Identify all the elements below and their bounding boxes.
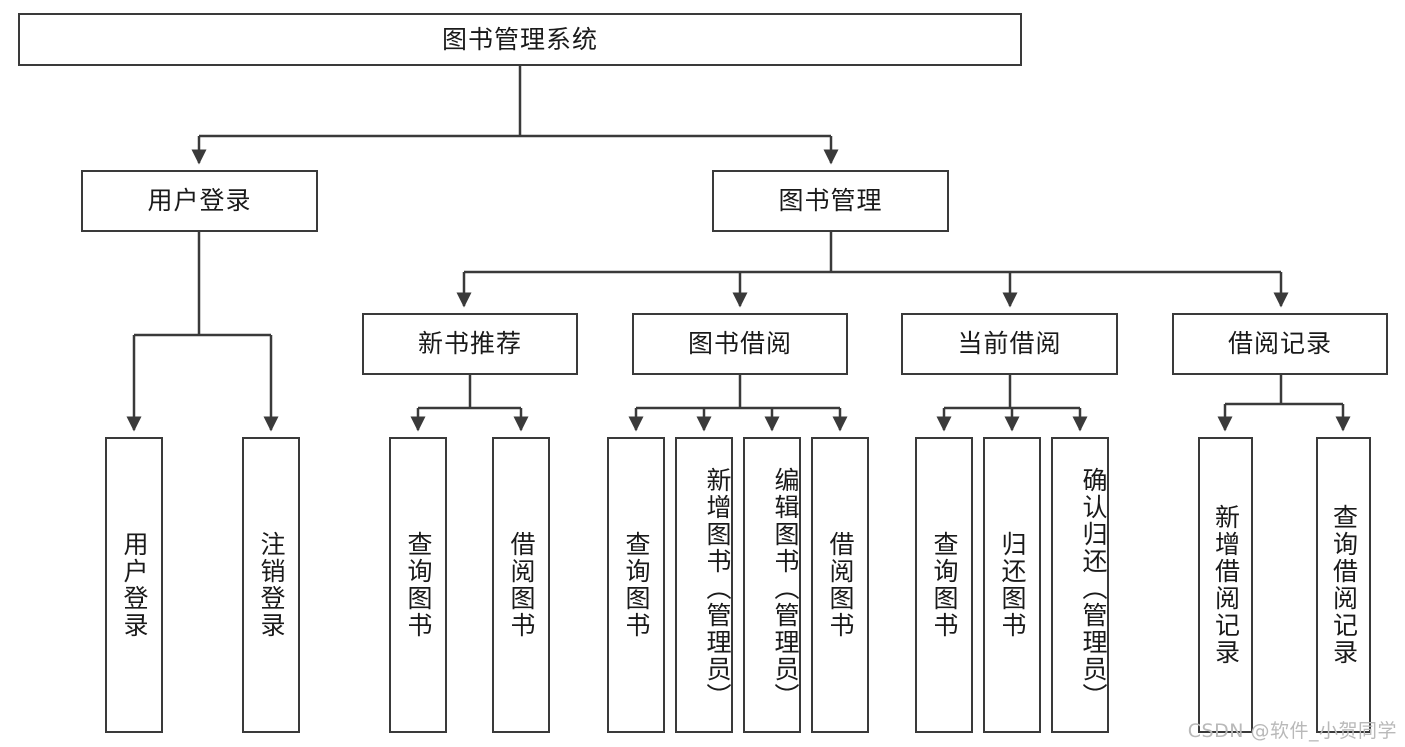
leaf-add-borrow-record[interactable]: 新增借阅记录 <box>1198 437 1253 733</box>
csdn-watermark: CSDN @软件_小贺同学 <box>1187 720 1397 742</box>
leaf-edit-book-admin[interactable]: 编辑图书（管理员） <box>743 437 801 733</box>
node-label: 归还图书 <box>998 531 1027 639</box>
node-book-management[interactable]: 图书管理 <box>712 170 949 232</box>
node-label: 查询图书 <box>930 531 959 639</box>
node-label: 用户登录 <box>120 531 149 639</box>
node-label: 查询借阅记录 <box>1329 504 1359 666</box>
node-label: 新增借阅记录 <box>1211 504 1241 666</box>
leaf-return-book[interactable]: 归还图书 <box>983 437 1041 733</box>
leaf-query-borrow-record[interactable]: 查询借阅记录 <box>1316 437 1371 733</box>
node-label: 用户登录 <box>147 186 252 216</box>
node-label: 借阅记录 <box>1227 329 1332 359</box>
leaf-borrow-book-recommend[interactable]: 借阅图书 <box>492 437 550 733</box>
node-label: 图书管理 <box>778 186 883 216</box>
node-label: 图书借阅 <box>687 329 792 359</box>
node-label: 新增图书（管理员） <box>703 466 732 710</box>
node-label: 确认归还（管理员） <box>1079 466 1108 710</box>
node-root-system[interactable]: 图书管理系统 <box>18 13 1022 66</box>
node-book-borrow[interactable]: 图书借阅 <box>632 313 848 375</box>
node-label: 查询图书 <box>622 531 651 639</box>
node-label: 借阅图书 <box>507 531 536 639</box>
node-new-book-recommend[interactable]: 新书推荐 <box>362 313 578 375</box>
node-label: 当前借阅 <box>957 329 1062 359</box>
leaf-borrow-book[interactable]: 借阅图书 <box>811 437 869 733</box>
node-borrow-record[interactable]: 借阅记录 <box>1172 313 1388 375</box>
node-label: 查询图书 <box>404 531 433 639</box>
leaf-query-book-current[interactable]: 查询图书 <box>915 437 973 733</box>
node-label: 新书推荐 <box>417 329 522 359</box>
leaf-query-book-recommend[interactable]: 查询图书 <box>389 437 447 733</box>
node-label: 借阅图书 <box>826 531 855 639</box>
node-label: 图书管理系统 <box>441 24 598 54</box>
node-user-login[interactable]: 用户登录 <box>81 170 318 232</box>
leaf-confirm-return-admin[interactable]: 确认归还（管理员） <box>1051 437 1109 733</box>
leaf-add-book-admin[interactable]: 新增图书（管理员） <box>675 437 733 733</box>
node-label: 注销登录 <box>257 531 286 639</box>
leaf-logout-login[interactable]: 注销登录 <box>242 437 300 733</box>
node-label: 编辑图书（管理员） <box>771 466 800 710</box>
leaf-user-login[interactable]: 用户登录 <box>105 437 163 733</box>
leaf-query-book-borrow[interactable]: 查询图书 <box>607 437 665 733</box>
node-current-borrow[interactable]: 当前借阅 <box>901 313 1118 375</box>
